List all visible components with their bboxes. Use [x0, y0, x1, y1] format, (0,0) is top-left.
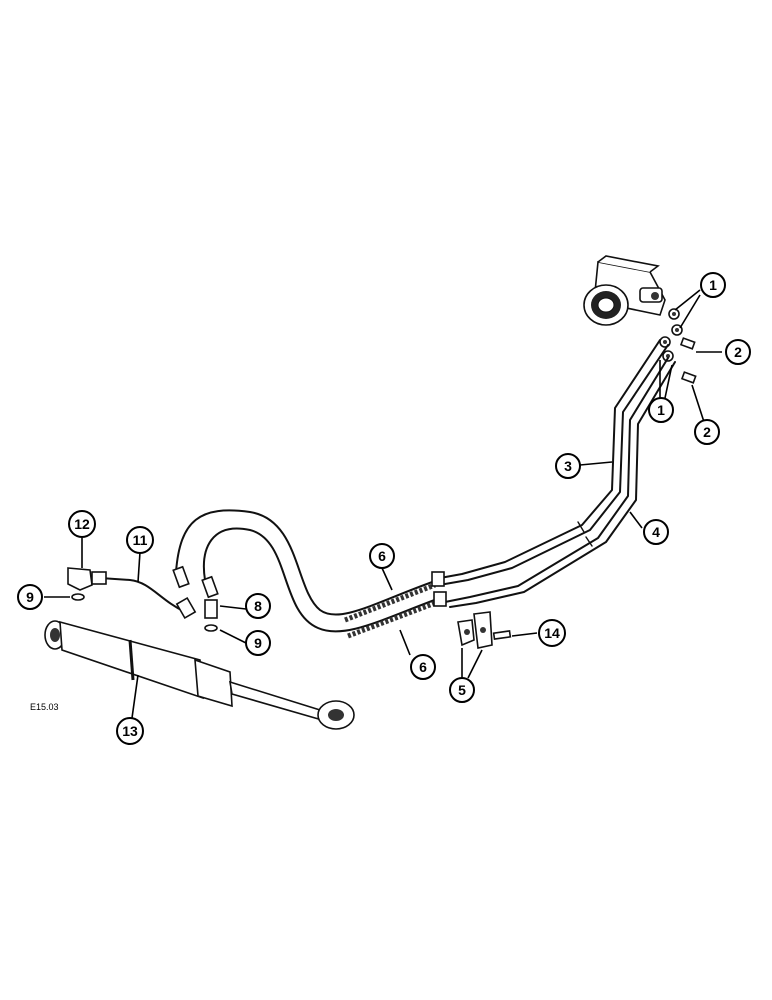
- svg-text:2: 2: [734, 344, 742, 360]
- callout-12: 12: [68, 510, 96, 538]
- svg-text:1: 1: [709, 277, 717, 293]
- callout-9a: 9: [17, 584, 43, 610]
- leader-lines: [44, 289, 722, 719]
- svg-text:14: 14: [544, 625, 560, 641]
- svg-text:1: 1: [657, 402, 665, 418]
- figure-code: E15.03: [30, 702, 59, 712]
- svg-text:9: 9: [26, 589, 34, 605]
- pipe-clamp: [457, 611, 512, 649]
- motor-fittings: [659, 308, 697, 384]
- svg-text:3: 3: [564, 458, 572, 474]
- callout-4: 4: [643, 519, 669, 545]
- svg-text:11: 11: [133, 532, 148, 548]
- callout-3: 3: [555, 453, 581, 479]
- svg-text:13: 13: [122, 723, 138, 739]
- callout-13: 13: [116, 717, 144, 745]
- pipe-and-elbow: [67, 567, 197, 620]
- svg-text:5: 5: [458, 682, 466, 698]
- callout-5: 5: [449, 677, 475, 703]
- svg-text:4: 4: [652, 524, 660, 540]
- svg-text:2: 2: [703, 424, 711, 440]
- callout-9b: 9: [245, 630, 271, 656]
- callout-8: 8: [245, 593, 271, 619]
- callout-1a: 1: [700, 272, 726, 298]
- svg-text:6: 6: [378, 548, 386, 564]
- callout-14: 14: [538, 619, 566, 647]
- rigid-pipes: [439, 339, 676, 608]
- callout-2b: 2: [694, 419, 720, 445]
- callout-2a: 2: [725, 339, 751, 365]
- svg-text:6: 6: [419, 659, 427, 675]
- steering-motor-unit: [583, 255, 666, 326]
- svg-text:9: 9: [254, 635, 262, 651]
- callout-11: 11: [126, 526, 154, 554]
- svg-text:8: 8: [254, 598, 262, 614]
- adapter-fitting: [204, 599, 218, 632]
- flexible-hoses: [172, 509, 447, 639]
- callout-1b: 1: [648, 397, 674, 423]
- callout-6b: 6: [410, 654, 436, 680]
- steering-cylinder: [44, 620, 355, 730]
- callout-6a: 6: [369, 543, 395, 569]
- svg-text:12: 12: [74, 516, 90, 532]
